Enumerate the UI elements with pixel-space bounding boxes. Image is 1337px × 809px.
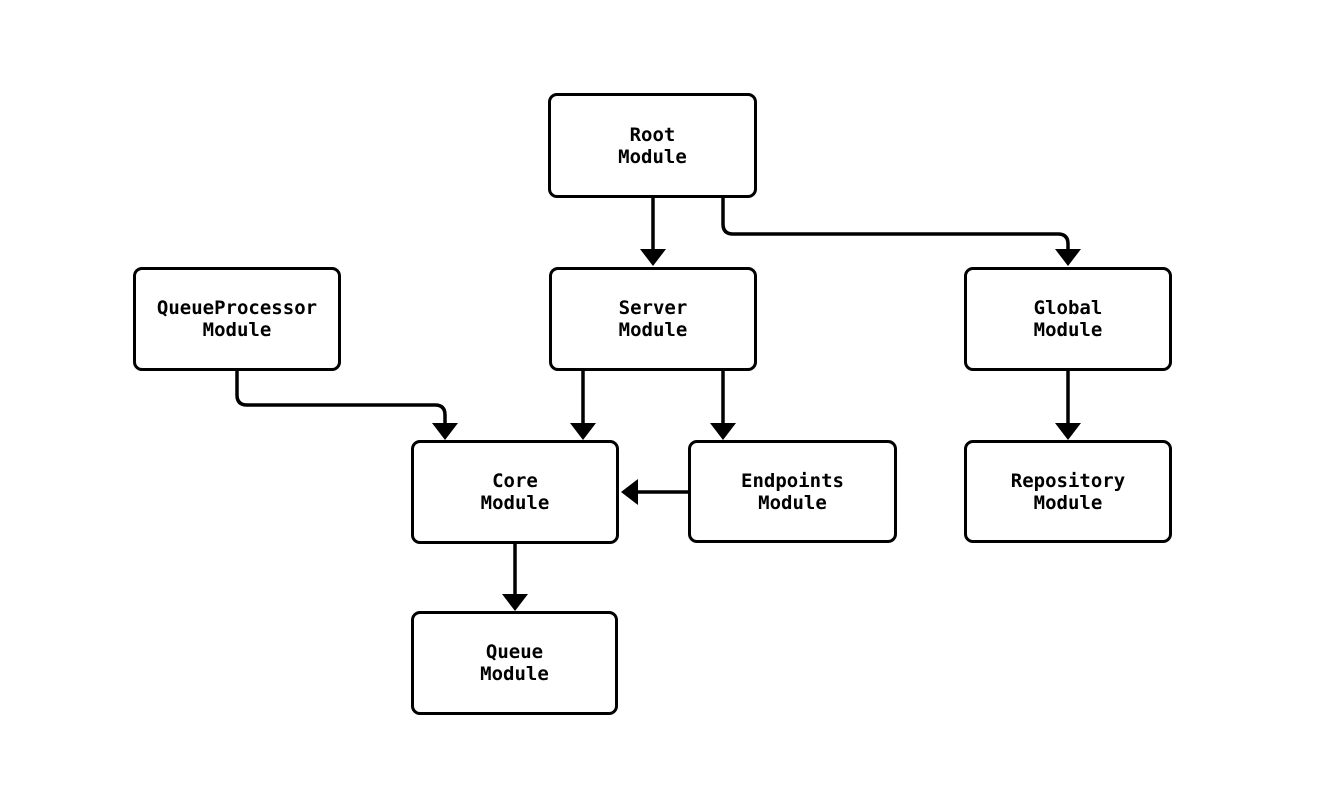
node-label-line: Root [629,123,676,146]
node-label-line: Module [758,491,827,514]
node-root-module: Root Module [548,93,757,198]
node-queueprocessor-module: QueueProcessor Module [133,267,341,371]
node-server-module: Server Module [549,267,757,371]
node-label-line: Module [480,492,550,514]
node-label-line: Core [492,470,538,492]
node-label-line: QueueProcessor [156,297,318,319]
node-queue-module: Queue Module [411,611,618,715]
edge-core-to-queue [502,542,528,611]
edge-server-to-endpoints [710,369,736,440]
node-label-line: Module [618,145,687,168]
edge-global-to-repository [1055,369,1081,440]
node-label-line: Module [480,663,549,685]
node-core-module: Core Module [411,440,619,544]
edge-endpoints-to-core [621,479,690,505]
node-global-module: Global Module [964,267,1172,371]
node-label-line: Queue [485,641,544,663]
edge-queueprocessor-to-core [235,369,458,440]
node-label-line: Module [618,319,688,341]
edge-root-to-server [640,196,666,266]
node-label-line: Endpoints [741,469,844,492]
edge-root-to-global [721,196,1081,266]
node-endpoints-module: Endpoints Module [688,440,897,543]
node-label-line: Repository [1010,469,1126,492]
node-repository-module: Repository Module [964,440,1172,543]
node-label-line: Module [1033,491,1103,514]
node-label-line: Global [1033,297,1103,319]
node-label-line: Module [202,319,272,341]
edge-server-to-core [570,369,596,440]
node-label-line: Module [1033,319,1103,341]
node-label-line: Server [618,297,688,319]
